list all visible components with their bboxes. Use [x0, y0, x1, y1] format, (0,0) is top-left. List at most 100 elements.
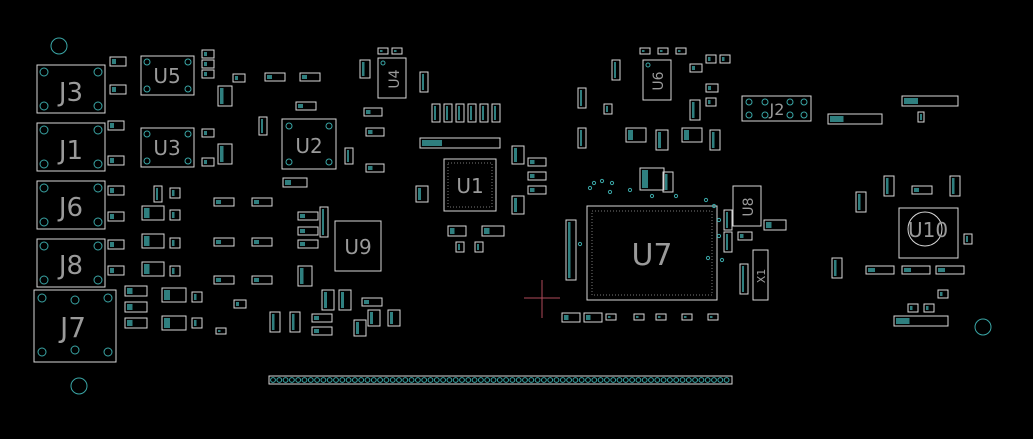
passive-part [107, 120, 125, 131]
passive-part [299, 72, 321, 82]
pad [220, 146, 224, 162]
passive-part [169, 187, 181, 199]
via [716, 233, 722, 239]
passive-part [633, 313, 645, 321]
header-pin [717, 377, 724, 383]
connector-j7[interactable]: J7 [33, 289, 117, 363]
header-pin [585, 377, 591, 383]
passive-part [213, 237, 235, 247]
pad [300, 229, 305, 233]
pad [712, 132, 715, 148]
header-pin [559, 377, 566, 383]
connector-j2[interactable]: J2 [741, 95, 812, 122]
header-pin [408, 377, 415, 383]
chip-u3[interactable]: U3 [140, 127, 195, 168]
passive-part [455, 103, 465, 123]
header-pin [591, 377, 598, 383]
header-pin [282, 377, 289, 383]
chip-u4[interactable]: U4 [377, 57, 407, 99]
passive-part [201, 128, 215, 138]
pad [370, 312, 373, 324]
header-pin [597, 377, 604, 383]
connector-j8[interactable]: J8 [36, 238, 106, 288]
header-pin [421, 377, 428, 383]
chip-u5[interactable]: U5 [140, 55, 195, 96]
mounting-hole [50, 37, 68, 55]
header-pin [478, 377, 484, 383]
passive-part [963, 233, 973, 245]
pad [112, 59, 116, 64]
passive-part [611, 59, 621, 81]
passive-part [723, 231, 733, 253]
chip-u10[interactable]: U10 [898, 207, 959, 259]
passive-part [479, 103, 489, 123]
passive-part [949, 175, 961, 197]
pad [684, 316, 687, 318]
passive-part [681, 127, 703, 143]
pad [300, 268, 304, 284]
passive-part [319, 206, 329, 238]
chip-u9[interactable]: U9 [334, 220, 382, 272]
passive-part [124, 301, 148, 313]
passive-part [577, 127, 587, 149]
chip-u1[interactable]: U1 [443, 158, 497, 212]
connector-j6[interactable]: J6 [36, 180, 106, 230]
connector-j3[interactable]: J3 [36, 64, 106, 114]
chip-u6[interactable]: U6 [642, 59, 672, 101]
passive-part [675, 47, 687, 55]
pad [144, 208, 150, 218]
pad [608, 316, 611, 318]
chip-u9-label: U9 [344, 235, 371, 259]
header-pin [528, 377, 535, 383]
header-pin [490, 377, 497, 383]
passive-part [233, 299, 247, 309]
passive-part [935, 265, 965, 275]
passive-part [201, 49, 215, 59]
header-pin [673, 377, 680, 383]
passive-part [251, 275, 273, 285]
connector-j8-label: J8 [57, 251, 83, 281]
connector-j2-label: J2 [769, 100, 785, 119]
pad [886, 178, 889, 194]
pad [341, 292, 344, 308]
chip-u2[interactable]: U2 [281, 118, 337, 170]
header-pin [358, 377, 365, 383]
pad [708, 86, 711, 90]
passive-components [107, 47, 973, 337]
pad [164, 290, 170, 300]
via [716, 217, 722, 223]
header-pin [270, 377, 276, 383]
via [591, 180, 597, 186]
passive-part [251, 237, 273, 247]
header-pin [692, 377, 698, 383]
passive-part [467, 103, 477, 123]
passive-part [359, 59, 371, 79]
pad [494, 106, 496, 120]
pad [920, 114, 922, 120]
connector-j1[interactable]: J1 [36, 122, 106, 172]
pad [910, 306, 913, 310]
via [719, 257, 725, 263]
pad [110, 214, 114, 219]
passive-part [201, 59, 215, 69]
header-pin [314, 377, 321, 383]
crystal-x1[interactable]: X1 [752, 249, 769, 301]
pad [368, 166, 373, 170]
pad [938, 268, 945, 272]
chip-u8[interactable]: U8 [732, 185, 762, 227]
passive-part [141, 261, 165, 277]
pad [636, 316, 639, 318]
via [705, 255, 711, 261]
passive-part [639, 167, 665, 191]
chip-u8-label: U8 [741, 197, 757, 216]
passive-part [191, 317, 203, 329]
pad [722, 57, 725, 61]
passive-part [474, 241, 484, 253]
pad [450, 228, 455, 234]
pad [127, 288, 133, 294]
pad [112, 87, 116, 92]
pad [254, 240, 259, 244]
passive-part [911, 185, 933, 195]
chip-u7[interactable]: U7 [586, 205, 718, 301]
pad [254, 200, 259, 204]
